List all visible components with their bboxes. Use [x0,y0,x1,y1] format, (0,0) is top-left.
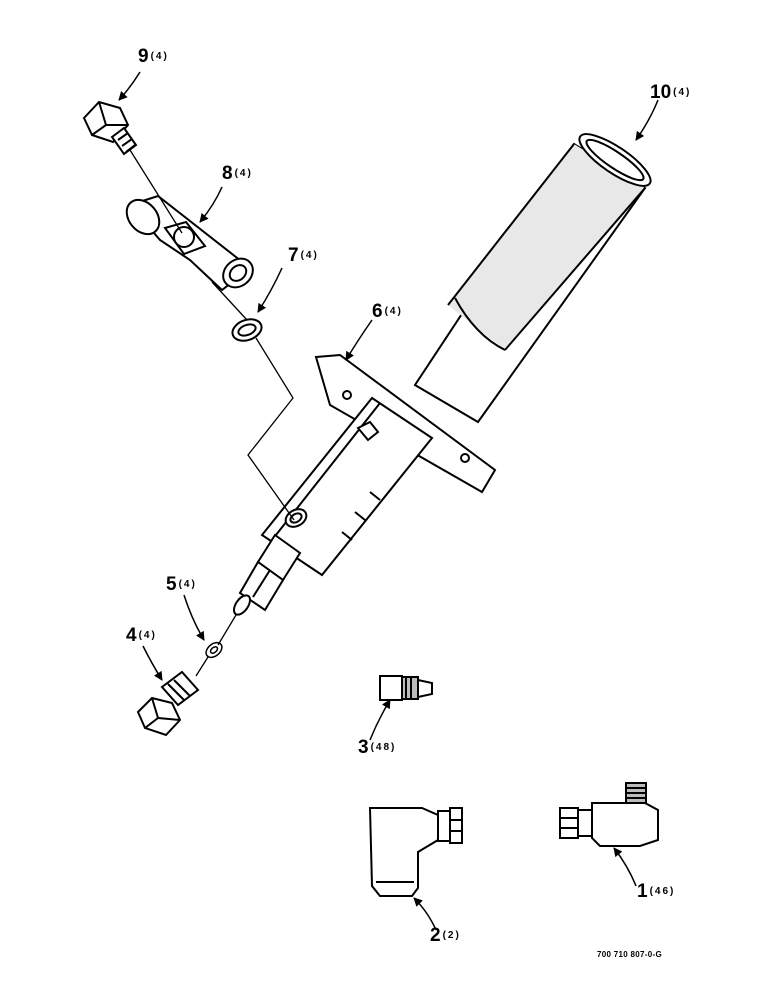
part-7-oring [231,318,263,342]
callout-10: 10(4) [650,82,692,103]
part-3-fitting [379,675,433,701]
callout-1: 1(46) [637,881,676,902]
part-5-washer [205,641,223,659]
nozzle-fitting [233,533,302,616]
callout-8: 8(4) [222,163,253,184]
callout-6: 6(4) [372,301,403,322]
part-1-elbow [559,782,659,847]
part-2-elbow [368,807,463,897]
callout-5: 5(4) [166,574,197,595]
callout-2: 2(2) [430,925,461,946]
callout-3: 3(48) [358,737,397,758]
leader-arrows [118,71,659,931]
housing-body [260,396,434,577]
drawing-id: 700 710 807-0-G [597,950,662,959]
callout-7: 7(4) [288,245,319,266]
callout-9: 9(4) [138,46,169,67]
callout-4: 4(4) [126,625,157,646]
part-8-banjo [125,194,254,292]
part-10-tube [413,133,652,424]
part-4-bolt [136,670,200,737]
part-9-bolt [82,100,138,156]
assembly-lines [129,149,295,677]
